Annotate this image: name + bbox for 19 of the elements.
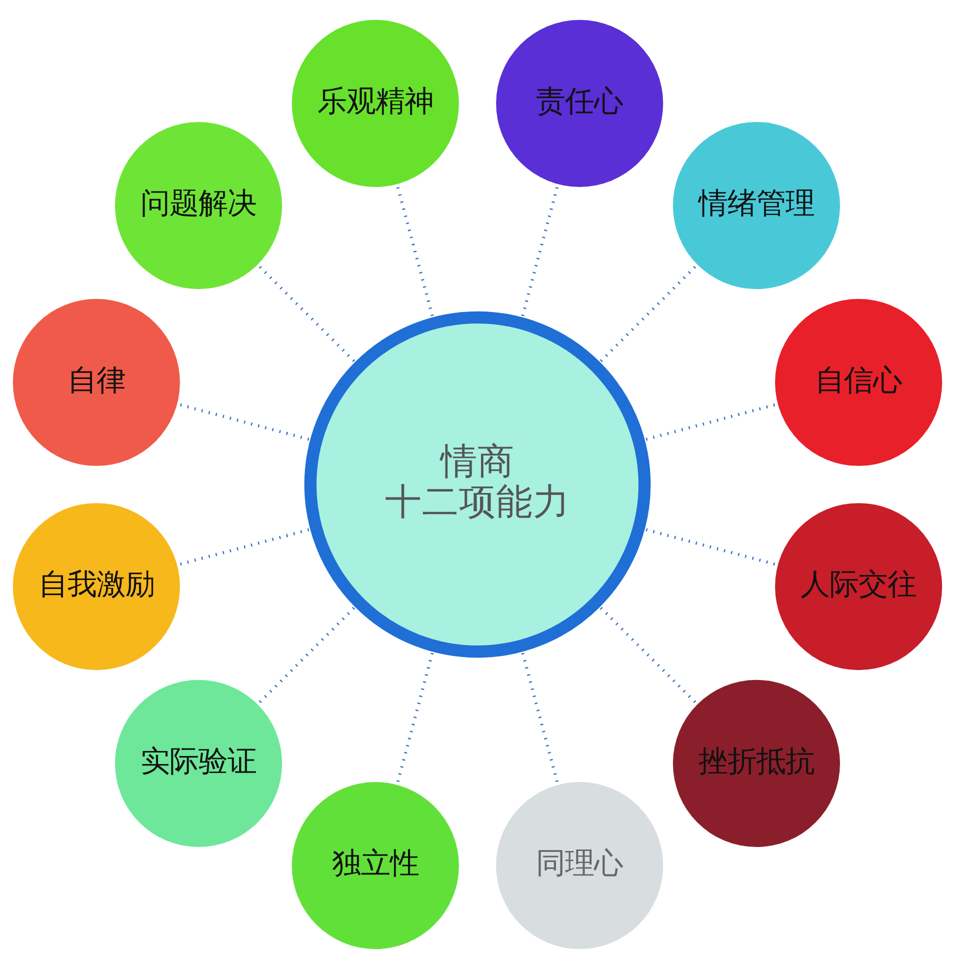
connector [594,601,698,705]
connector [519,645,560,785]
node-circle: 责任心 [496,19,664,186]
connector [256,263,360,367]
connector [256,601,360,705]
node-circle: 乐观精神 [292,19,459,186]
node-circle: 人际交往 [775,502,942,670]
node-circle: 实际验证 [114,679,282,847]
connector [396,645,436,785]
connector [594,263,698,367]
node-circle: 情商 十二项能力 [304,310,651,658]
node-circle: 独立性 [292,782,459,949]
node-circle: 情绪管理 [672,122,840,289]
node-circle: 自律 [12,298,180,466]
node-circle: 问题解决 [114,122,282,289]
node-circle: 自信心 [775,298,942,466]
node-circle: 同理心 [496,782,664,949]
node-circle: 挫折抵抗 [672,679,840,847]
node-circle: 自我激励 [12,502,180,670]
